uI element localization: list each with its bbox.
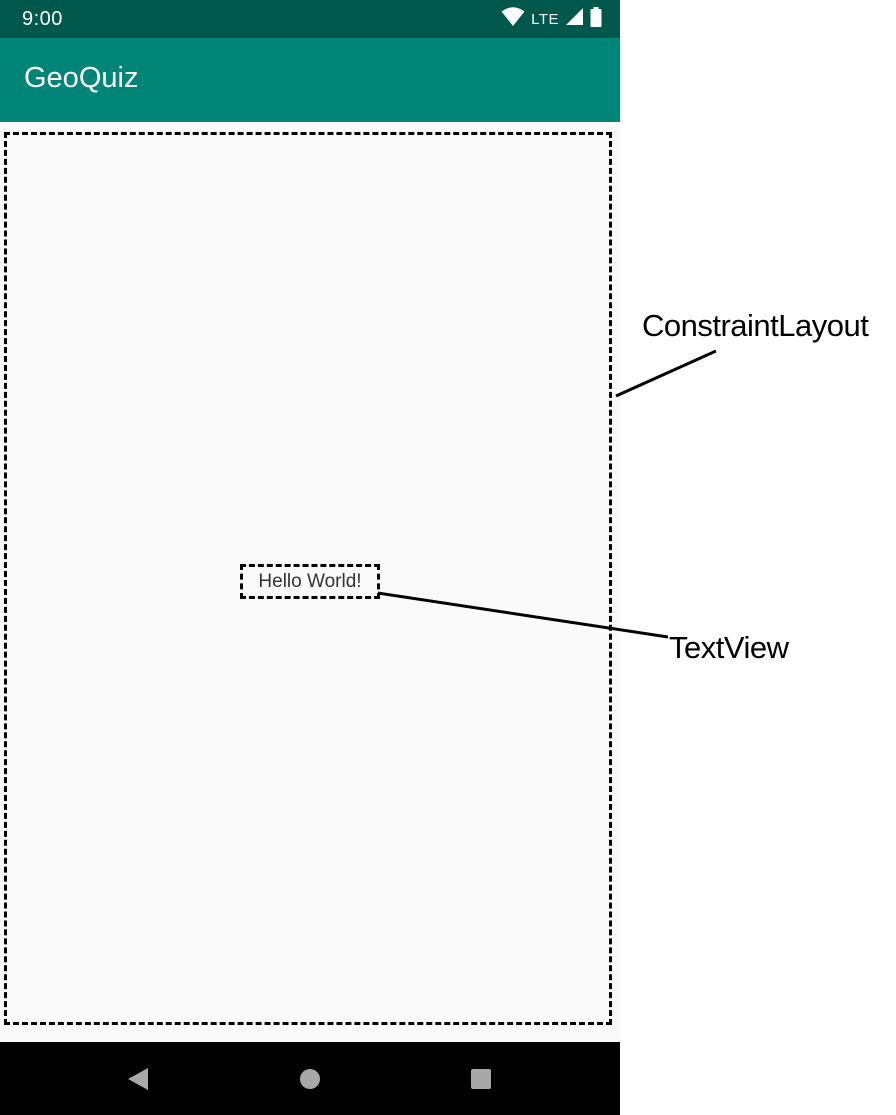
phone-screen: 9:00 LTE xyxy=(0,0,620,1115)
home-icon[interactable] xyxy=(298,1067,322,1091)
cell-signal-icon xyxy=(565,7,584,31)
constraint-layout-callout: ConstraintLayout xyxy=(642,308,869,343)
constraint-layout-leader-line xyxy=(615,349,717,398)
status-icons: LTE xyxy=(501,6,602,32)
textview-outline: Hello World! xyxy=(240,564,380,599)
app-bar: GeoQuiz xyxy=(0,38,620,122)
content-area: Hello World! xyxy=(0,122,620,1042)
constraint-layout-outline xyxy=(4,132,612,1025)
back-icon[interactable] xyxy=(126,1067,150,1091)
app-title: GeoQuiz xyxy=(24,62,139,94)
textview-callout: TextView xyxy=(669,630,789,665)
hello-world-text: Hello World! xyxy=(258,570,362,592)
battery-icon xyxy=(590,6,602,32)
network-type-label: LTE xyxy=(531,10,559,28)
status-bar: 9:00 LTE xyxy=(0,0,620,38)
recents-icon[interactable] xyxy=(469,1067,493,1091)
navigation-bar xyxy=(0,1042,620,1115)
status-time: 9:00 xyxy=(22,8,63,30)
wifi-icon xyxy=(501,6,525,32)
